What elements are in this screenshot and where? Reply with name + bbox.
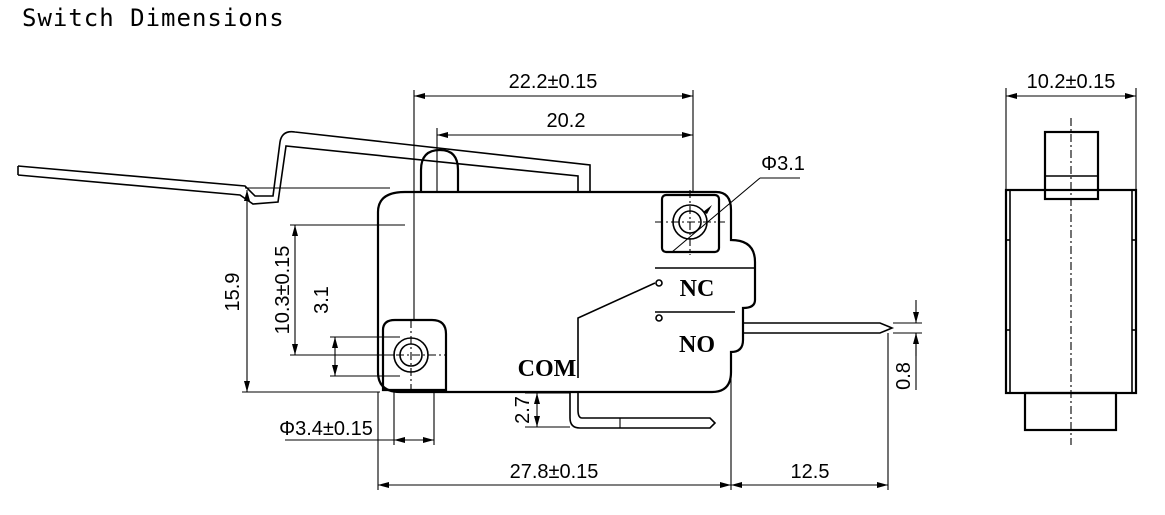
dimension-3-1: 3.1 [311, 286, 333, 314]
terminal-label-com: COM [518, 356, 577, 382]
dimension-phi-3-4: Φ3.4±0.15 [279, 418, 373, 440]
dimension-20-2: 20.2 [547, 110, 586, 132]
dimension-0-8: 0.8 [893, 362, 915, 390]
dimension-27-8: 27.8±0.15 [510, 461, 599, 483]
switch-body [17, 130, 895, 429]
page-title: Switch Dimensions [22, 4, 285, 32]
dimension-12-5: 12.5 [791, 461, 830, 483]
dimension-10-3: 10.3±0.15 [272, 246, 294, 335]
dimension-phi-3-1: Φ3.1 [761, 153, 805, 175]
dimension-2-7: 2.7 [512, 396, 534, 424]
terminal-label-nc: NC [680, 276, 715, 302]
extension-lines [242, 90, 922, 490]
dimension-22-2: 22.2±0.15 [509, 71, 598, 93]
dimension-lines [244, 93, 919, 488]
dimension-10-2: 10.2±0.15 [1027, 71, 1116, 93]
switch-end-view [1004, 88, 1138, 445]
terminal-label-no: NO [679, 332, 715, 358]
dimension-15-9: 15.9 [222, 273, 244, 312]
